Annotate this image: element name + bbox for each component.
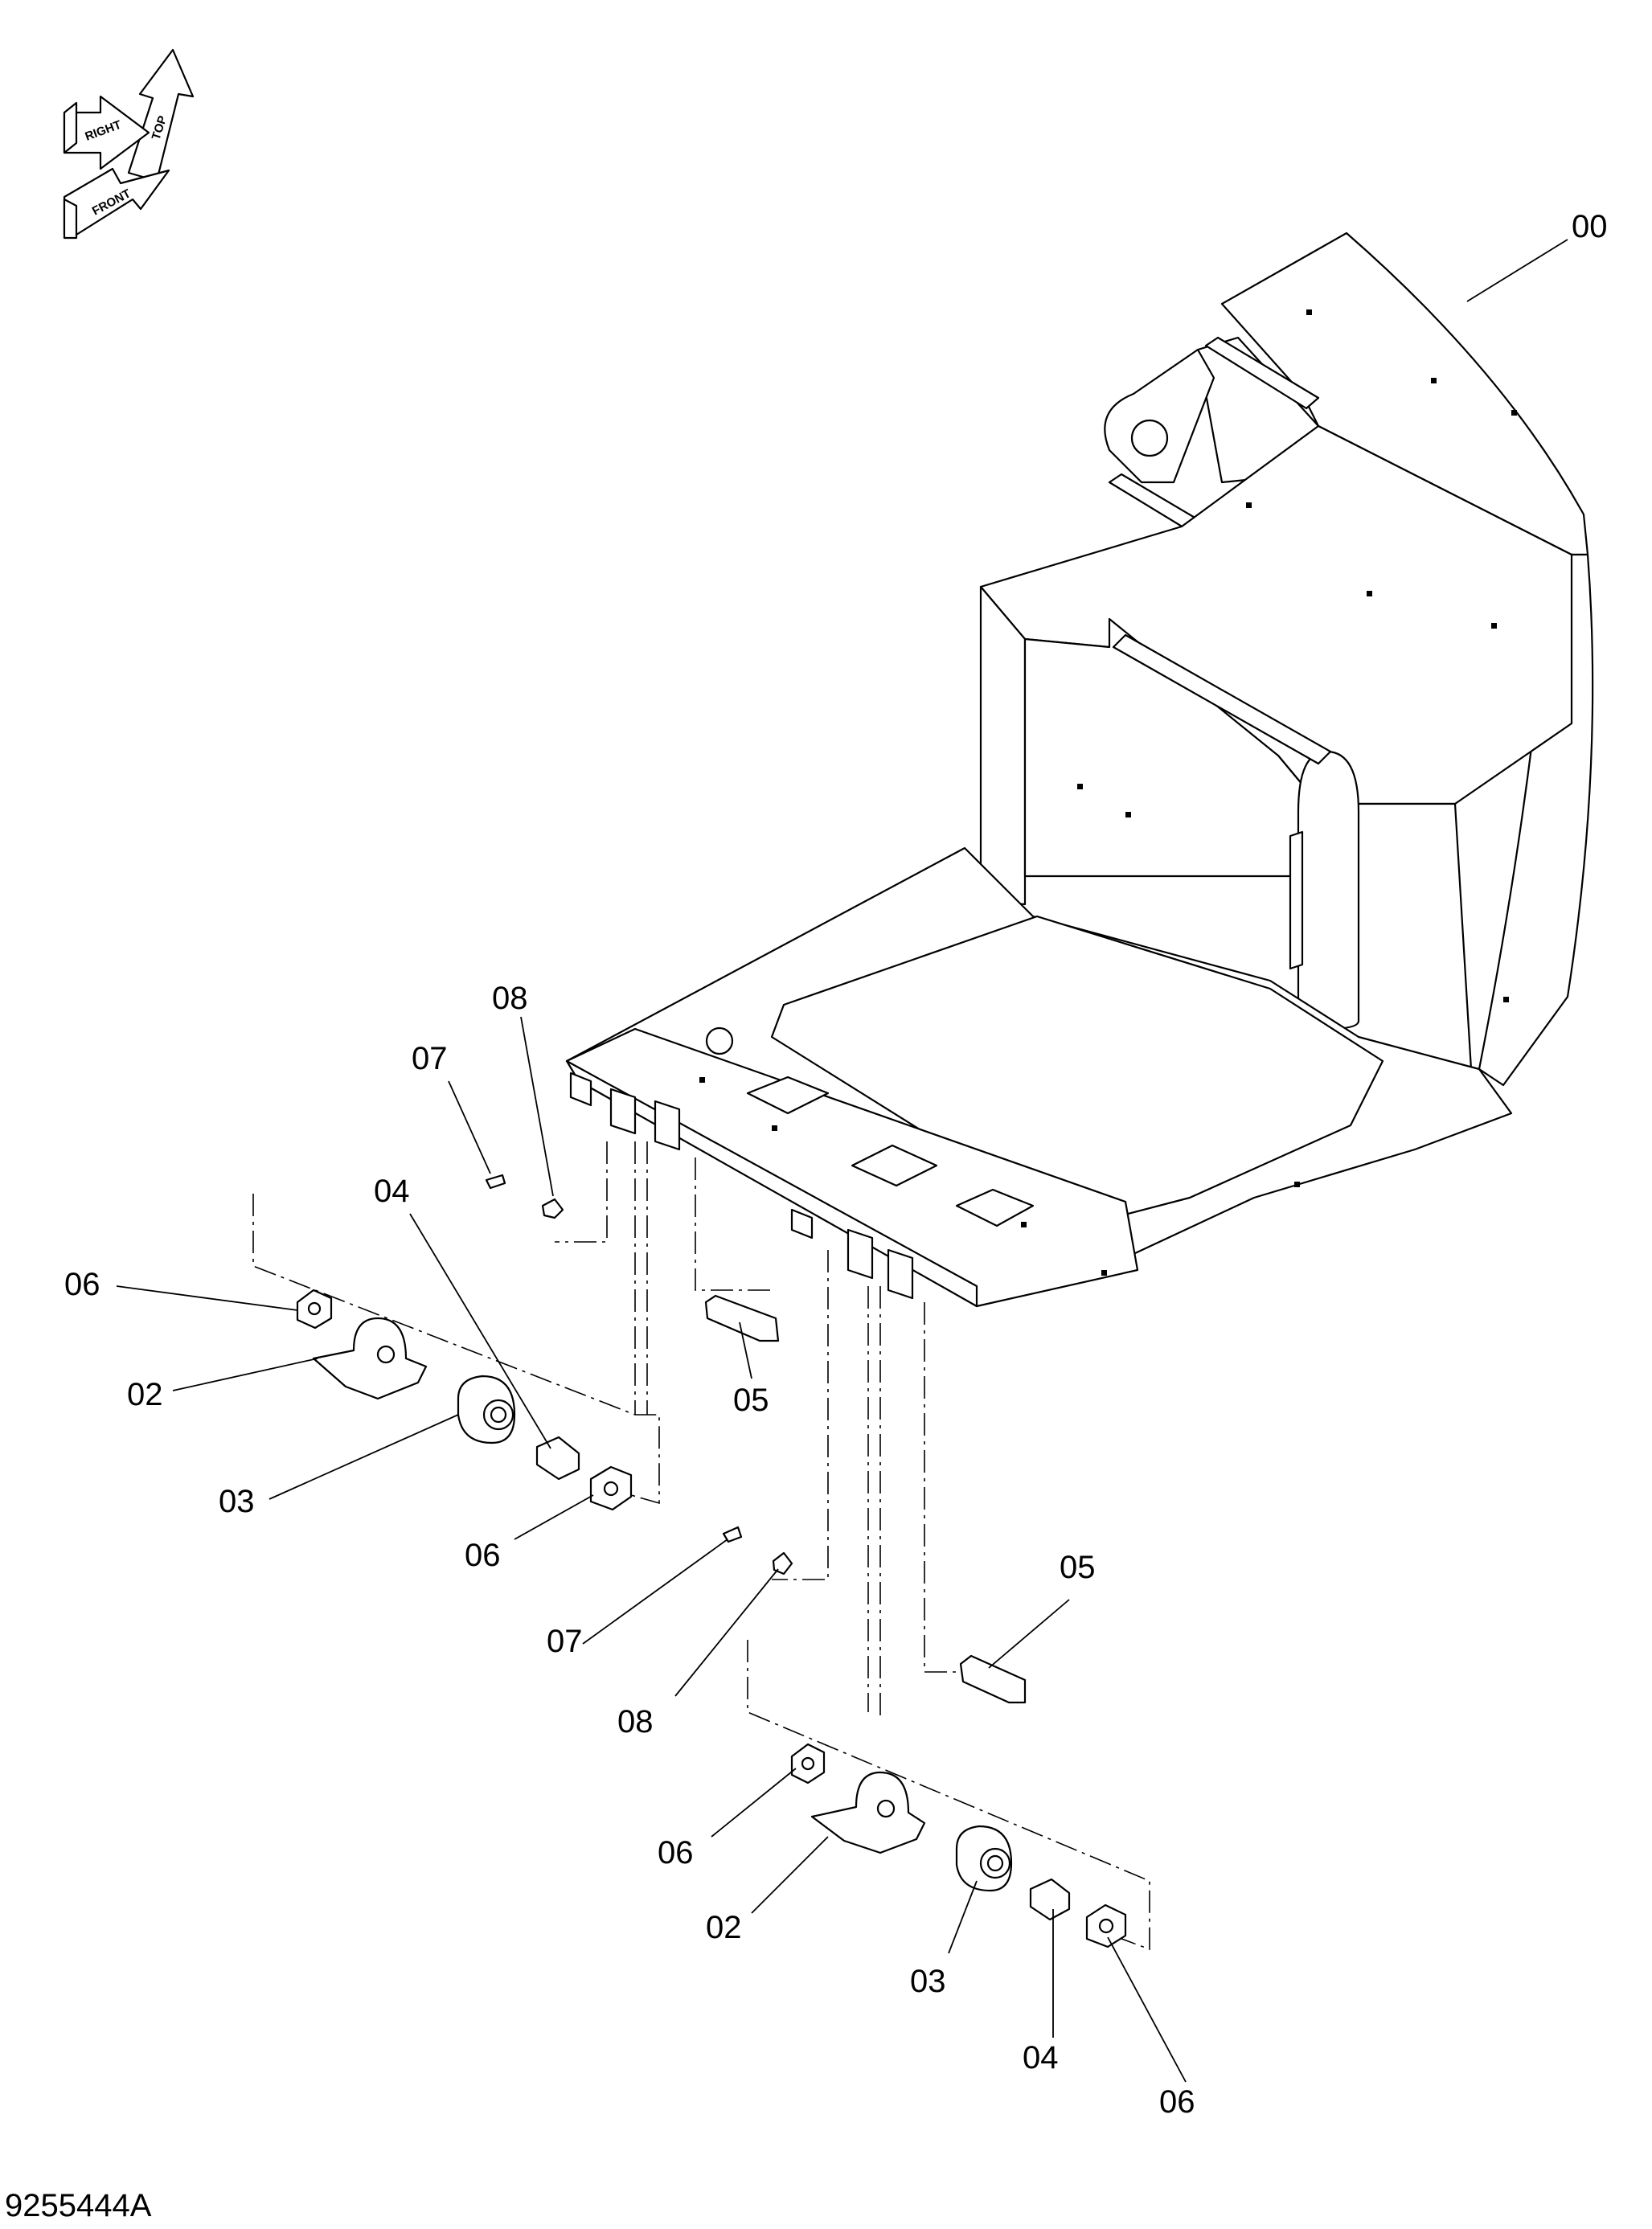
callout-03-upper: 03 — [219, 1484, 255, 1519]
callout-06-upper-left: 06 — [64, 1267, 100, 1302]
sleeve-04b — [1029, 1878, 1071, 1921]
callout-05-upper: 05 — [733, 1383, 769, 1418]
mount-set-right — [722, 1526, 1127, 1948]
callout-06-upper-right: 06 — [465, 1538, 501, 1573]
sleeve-04a — [535, 1436, 580, 1481]
lever-05b — [959, 1654, 1027, 1704]
frame-holes — [699, 309, 1517, 1276]
drawing-number: 9255444A — [5, 2188, 152, 2223]
main-frame-assembly — [565, 232, 1594, 1308]
callout-05-lower: 05 — [1060, 1550, 1096, 1585]
callout-04-upper: 04 — [374, 1174, 410, 1209]
callout-00: 00 — [1572, 209, 1608, 244]
callout-04-lower: 04 — [1023, 2040, 1059, 2075]
callout-06-lower-right: 06 — [1159, 2084, 1195, 2120]
mount-bracket-02a — [312, 1317, 428, 1400]
callout-07-upper: 07 — [412, 1041, 448, 1076]
orientation-arrows-icon: TOP RIGHT FRONT — [63, 48, 195, 240]
lever-05a — [704, 1294, 780, 1342]
callout-08-upper: 08 — [492, 981, 528, 1016]
callout-07-lower: 07 — [547, 1624, 583, 1659]
bolt-08a — [541, 1198, 564, 1219]
assembly-center-lines — [252, 1141, 1150, 1951]
callout-06-lower-left: 06 — [658, 1835, 694, 1870]
mount-set-left — [296, 1174, 780, 1511]
callout-08-lower: 08 — [617, 1704, 654, 1739]
callout-03-lower: 03 — [910, 1964, 946, 1999]
callout-02-upper: 02 — [127, 1377, 163, 1412]
bolt-08b — [772, 1551, 793, 1575]
pin-07a — [485, 1174, 506, 1190]
callout-02-lower: 02 — [706, 1910, 742, 1945]
leader-lines — [116, 239, 1568, 2083]
mount-bracket-02b — [810, 1771, 926, 1854]
